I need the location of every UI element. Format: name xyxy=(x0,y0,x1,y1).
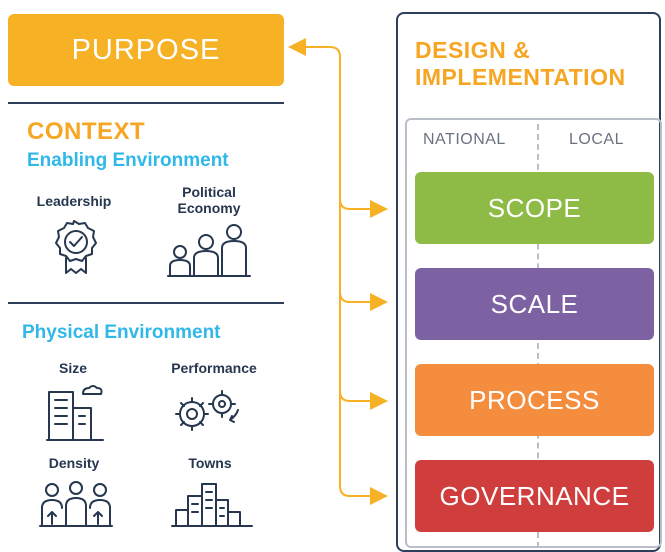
governance-bar: GOVERNANCE xyxy=(415,460,654,532)
context-title: CONTEXT xyxy=(27,118,146,145)
skyline-icon xyxy=(171,483,253,527)
design-title-line1: DESIGN & xyxy=(415,37,531,63)
scale-label: SCALE xyxy=(490,288,579,319)
governance-label: GOVERNANCE xyxy=(439,480,630,511)
arrowhead-to-process xyxy=(370,392,388,410)
arrowhead-to-purpose xyxy=(288,38,306,56)
column-local: LOCAL xyxy=(569,131,624,148)
award-badge-icon xyxy=(55,220,97,274)
scope-label: SCOPE xyxy=(487,192,582,223)
crowd-icon xyxy=(39,481,113,527)
purpose-box: PURPOSE xyxy=(8,14,284,86)
gears-icon xyxy=(175,390,239,431)
physical-environment-title: Physical Environment xyxy=(22,322,221,343)
arrowhead-to-scale xyxy=(370,293,388,311)
process-bar: PROCESS xyxy=(415,364,654,436)
divider-top xyxy=(8,102,284,104)
scope-bar: SCOPE xyxy=(415,172,654,244)
arrowhead-to-scope xyxy=(370,200,388,218)
divider-middle xyxy=(8,302,284,304)
purpose-label: PURPOSE xyxy=(71,33,221,66)
design-title-line2: IMPLEMENTATION xyxy=(415,64,626,90)
performance-label: Performance xyxy=(171,360,257,376)
column-national: NATIONAL xyxy=(423,131,506,148)
design-implementation-title: DESIGN & IMPLEMENTATION xyxy=(415,37,626,91)
process-label: PROCESS xyxy=(469,384,600,415)
enabling-environment-title: Enabling Environment xyxy=(27,150,229,171)
size-label: Size xyxy=(58,360,87,376)
buildings-icon xyxy=(46,385,104,441)
density-label: Density xyxy=(48,455,100,471)
arrowhead-to-governance xyxy=(370,487,388,505)
towns-label: Towns xyxy=(188,455,232,471)
political-economy-label: Political Economy xyxy=(177,184,241,216)
people-group-icon xyxy=(167,224,251,277)
leadership-label: Leadership xyxy=(36,193,112,209)
scale-bar: SCALE xyxy=(415,268,654,340)
